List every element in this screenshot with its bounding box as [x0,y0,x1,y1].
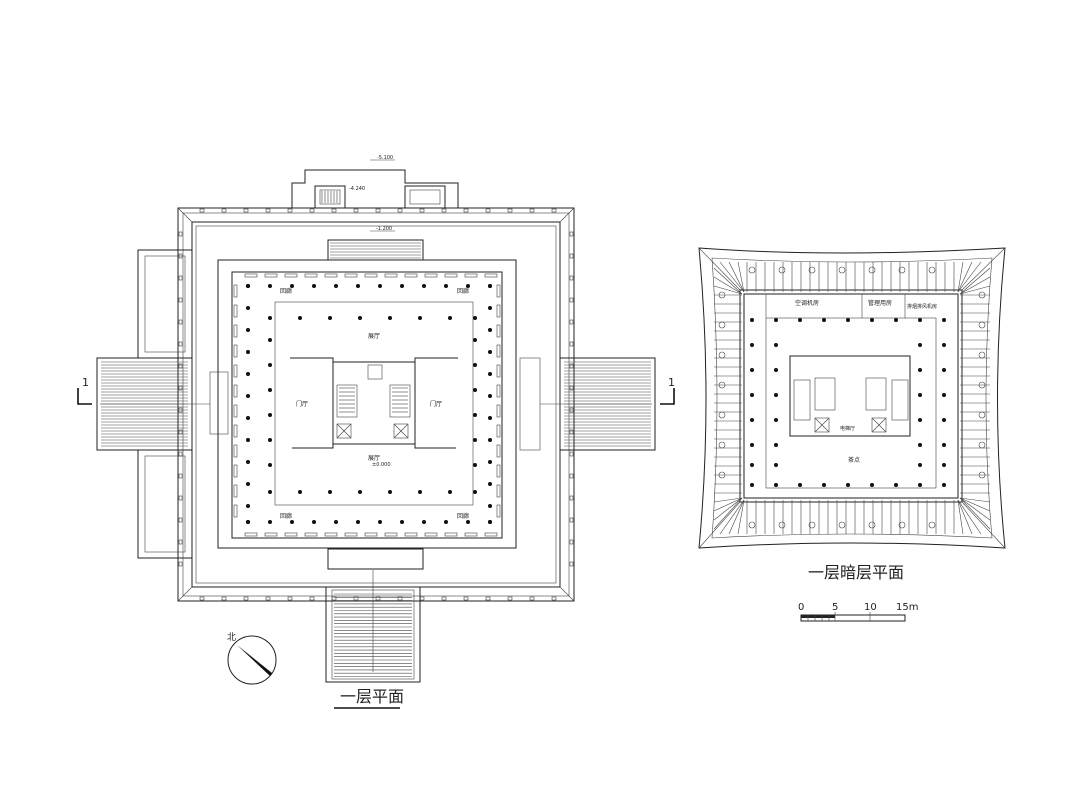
scale-tick-0: 0 [798,602,804,613]
label-corridor-nw: 回廊 [280,287,292,295]
scale-bar: 0 5 10 15m [798,602,918,622]
section-label-east: 1 [668,376,675,389]
north-arrow-icon [237,645,272,676]
label-corridor-ne: 回廊 [457,287,469,295]
level-terrace: -1.200 [376,226,392,232]
west-stair [96,249,229,559]
plan2-title: 一层暗层平面 [808,563,904,582]
north-label: 北 [227,632,236,643]
level-stair: -4.240 [349,186,365,192]
level-top: -5.100 [377,155,393,161]
scale-tick-15m: 15m [896,602,918,613]
label-foyer-west: 门厅 [296,400,308,408]
main-building [217,259,517,549]
scale-tick-10: 10 [864,602,877,613]
section-mark-east: 1 [660,376,675,405]
north-arrow: 北 [227,632,277,685]
label-foyer-east: 门厅 [430,400,442,408]
level-floor: ±0.000 [372,462,391,468]
label-exhaust-room: 排烟排风机房 [907,303,937,310]
label-hall-south: 展厅 [368,455,380,462]
section-label-west: 1 [82,376,89,389]
label-ac-room: 空调机房 [795,299,819,307]
label-corridor-sw: 回廊 [280,512,292,520]
south-stair [325,548,424,683]
room-labels: 回廊 回廊 回廊 回廊 展厅 展厅 门厅 门厅 ±0.000 -5.100 -4… [280,155,469,520]
north-stair [291,169,459,261]
plan1-title: 一层平面 [340,687,404,706]
label-teahouse: 茶点 [848,456,860,464]
label-elevator-hall: 电梯厅 [840,425,855,432]
ground-floor-plan: 1 1 [77,155,675,709]
east-stair [519,357,656,451]
label-management: 管理用房 [868,299,892,307]
mezzanine-plan: 空调机房 管理用房 排烟排风机房 电梯厅 茶点 一层暗层平面 0 5 10 15… [698,247,1006,622]
label-hall-north: 展厅 [368,333,380,340]
outer-terrace [177,207,575,602]
section-mark-west: 1 [77,376,92,405]
scale-tick-5: 5 [832,602,838,613]
label-corridor-se: 回廊 [457,512,469,520]
